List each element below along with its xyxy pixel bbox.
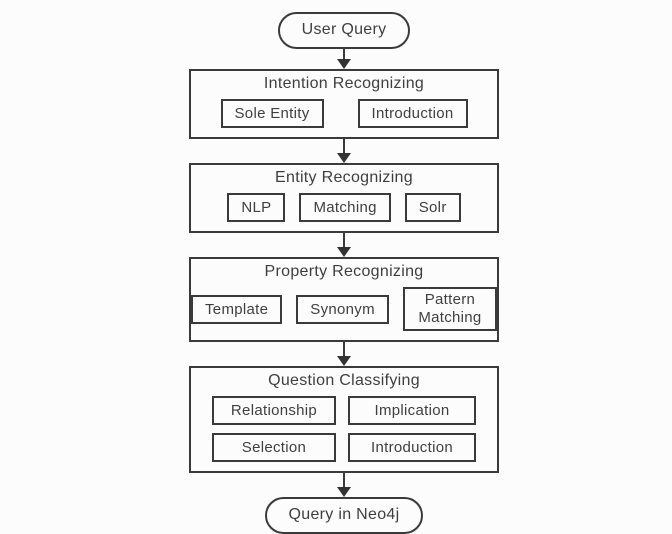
arrow-line: [343, 233, 345, 247]
stage-intention-recognizing: Intention Recognizing Sole Entity Introd…: [189, 69, 499, 139]
item-nlp: NLP: [227, 193, 286, 222]
stage-title: Intention Recognizing: [263, 75, 425, 92]
flow-arrow: [337, 473, 351, 497]
stage-title: Entity Recognizing: [275, 169, 413, 186]
stage-items: Sole Entity Introduction: [220, 99, 468, 128]
item-sole-entity: Sole Entity: [220, 99, 324, 128]
pipeline-flowchart: User Query Intention Recognizing Sole En…: [187, 12, 501, 534]
arrow-line: [343, 49, 345, 59]
item-template: Template: [191, 294, 283, 324]
arrow-head-icon: [337, 247, 351, 257]
item-selection: Selection: [212, 433, 336, 462]
stage-items: Template Synonym Pattern Matching: [191, 287, 497, 331]
start-node-user-query: User Query: [277, 12, 411, 49]
flow-arrow: [337, 49, 351, 69]
arrow-head-icon: [337, 153, 351, 163]
item-introduction-2: Introduction: [348, 433, 476, 462]
end-node-query-in-neo4j: Query in Neo4j: [264, 497, 424, 534]
stage-items: NLP Matching Solr: [227, 193, 461, 222]
item-implication: Implication: [348, 396, 476, 425]
item-solr: Solr: [404, 193, 461, 222]
item-pattern-matching: Pattern Matching: [402, 287, 497, 331]
flow-arrow: [337, 139, 351, 163]
item-synonym: Synonym: [296, 294, 389, 324]
item-relationship: Relationship: [212, 396, 336, 425]
arrow-line: [343, 473, 345, 487]
arrow-head-icon: [337, 487, 351, 497]
item-matching: Matching: [299, 193, 391, 222]
arrow-head-icon: [337, 59, 351, 69]
item-introduction: Introduction: [357, 99, 468, 128]
stage-items: Relationship Implication Selection Intro…: [212, 396, 476, 462]
stage-question-classifying: Question Classifying Relationship Implic…: [189, 366, 499, 473]
stage-property-recognizing: Property Recognizing Template Synonym Pa…: [189, 257, 499, 342]
arrow-line: [343, 139, 345, 153]
stage-entity-recognizing: Entity Recognizing NLP Matching Solr: [189, 163, 499, 233]
stage-title: Question Classifying: [268, 372, 420, 389]
flow-arrow: [337, 342, 351, 366]
stage-title: Property Recognizing: [264, 263, 424, 280]
flowchart-canvas: User Query Intention Recognizing Sole En…: [189, 12, 499, 534]
arrow-head-icon: [337, 356, 351, 366]
flow-arrow: [337, 233, 351, 257]
arrow-line: [343, 342, 345, 356]
